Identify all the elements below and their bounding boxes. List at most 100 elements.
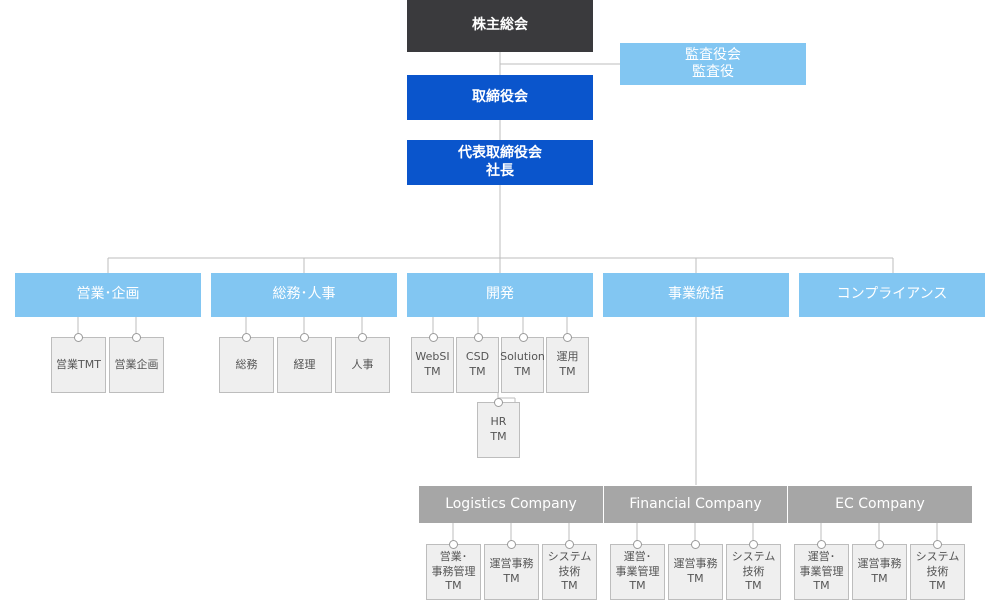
team-box: HR TM bbox=[477, 402, 520, 458]
team-label: CSD bbox=[465, 350, 490, 364]
team-box: システム 技術 TM bbox=[910, 544, 965, 600]
connector-pin bbox=[74, 333, 83, 342]
team-label: 経理 bbox=[293, 357, 316, 371]
company-ec: EC Company bbox=[788, 486, 972, 523]
shareholders-meeting-box: 株主総会 bbox=[407, 0, 593, 52]
team-label: 事業管理 bbox=[799, 564, 844, 578]
team-box: 総務 bbox=[219, 337, 274, 393]
team-label: TM bbox=[687, 572, 704, 585]
team-box: 運営事務 TM bbox=[668, 544, 723, 600]
team-box: WebSI TM bbox=[411, 337, 454, 393]
team-label: TM bbox=[929, 579, 946, 593]
team-label: 人事 bbox=[351, 357, 374, 371]
team-label: 運用 bbox=[556, 350, 579, 364]
connector-pin bbox=[933, 540, 942, 549]
team-label: 技術 bbox=[926, 564, 949, 578]
company-logistics: Logistics Company bbox=[419, 486, 603, 523]
team-box: 運営事務 TM bbox=[484, 544, 539, 600]
team-label: TM bbox=[514, 365, 531, 378]
team-label: 事務管理 bbox=[431, 564, 476, 578]
team-label: 技術 bbox=[742, 564, 765, 578]
connector-pin bbox=[565, 540, 574, 549]
team-box: 運営･ 事業管理 TM bbox=[794, 544, 849, 600]
team-label: 営業企画 bbox=[114, 357, 159, 371]
team-label: システム bbox=[731, 549, 776, 563]
board-of-directors-box: 取締役会 bbox=[407, 75, 593, 120]
connector-pin bbox=[494, 398, 503, 407]
dept-label: 事業統括 bbox=[668, 286, 724, 303]
dept-general-affairs-hr: 総務･人事 bbox=[211, 273, 397, 317]
connector-pin bbox=[474, 333, 483, 342]
connector-pin bbox=[817, 540, 826, 549]
connector-pin bbox=[563, 333, 572, 342]
team-box: 営業TMT bbox=[51, 337, 106, 393]
team-label: TM bbox=[559, 365, 576, 378]
board-of-directors-label: 取締役会 bbox=[472, 88, 528, 105]
auditors-board-label: 監査役会 bbox=[685, 46, 741, 63]
connector-pin bbox=[691, 540, 700, 549]
team-label: TM bbox=[503, 572, 520, 585]
team-box: 営業･ 事務管理 TM bbox=[426, 544, 481, 600]
team-box: 運営事務 TM bbox=[852, 544, 907, 600]
company-label: Logistics Company bbox=[445, 495, 577, 512]
team-label: TM bbox=[629, 579, 646, 593]
team-box: 経理 bbox=[277, 337, 332, 393]
team-box: 運用 TM bbox=[546, 337, 589, 393]
representative-directors-label: 代表取締役会 bbox=[458, 145, 542, 161]
dept-business-management: 事業統括 bbox=[603, 273, 789, 317]
team-label: TM bbox=[469, 365, 486, 378]
team-label: 運営事務 bbox=[673, 557, 718, 571]
team-label: システム bbox=[547, 549, 592, 563]
team-label: TM bbox=[445, 579, 462, 593]
dept-development: 開発 bbox=[407, 273, 593, 317]
team-label: Solution bbox=[500, 350, 545, 364]
team-label: 技術 bbox=[558, 564, 581, 578]
connector-pin bbox=[132, 333, 141, 342]
president-label: 社長 bbox=[486, 162, 514, 179]
connector-pin bbox=[300, 333, 309, 342]
dept-label: 開発 bbox=[486, 286, 514, 303]
team-label: 運営事務 bbox=[489, 557, 534, 571]
dept-label: コンプライアンス bbox=[836, 286, 948, 303]
team-box: 運営･ 事業管理 TM bbox=[610, 544, 665, 600]
auditors-box: 監査役会 監査役 bbox=[620, 43, 806, 85]
connector-pin bbox=[429, 333, 438, 342]
dept-sales-planning: 営業･企画 bbox=[15, 273, 201, 317]
connector-pin bbox=[358, 333, 367, 342]
connector-pin bbox=[875, 540, 884, 549]
dept-label: 総務･人事 bbox=[272, 286, 336, 303]
connector-pin bbox=[749, 540, 758, 549]
auditor-label: 監査役 bbox=[692, 64, 734, 80]
team-box: Solution TM bbox=[500, 337, 545, 393]
team-label: HR bbox=[490, 415, 507, 429]
dept-compliance: コンプライアンス bbox=[799, 273, 985, 317]
team-label: TM bbox=[561, 579, 578, 593]
team-box: CSD TM bbox=[456, 337, 499, 393]
connector-pin bbox=[519, 333, 528, 342]
team-label: TM bbox=[424, 365, 441, 378]
team-label: TM bbox=[745, 579, 762, 593]
team-label: 運営事務 bbox=[857, 557, 902, 571]
team-box: システム 技術 TM bbox=[542, 544, 597, 600]
team-label: 運営･ bbox=[623, 549, 652, 563]
ceo-box: 代表取締役会 社長 bbox=[407, 140, 593, 185]
team-label: 営業TMT bbox=[56, 357, 101, 371]
team-label: 運営･ bbox=[807, 549, 836, 563]
company-label: Financial Company bbox=[629, 495, 762, 512]
team-label: 営業･ bbox=[439, 549, 468, 563]
connector-pin bbox=[242, 333, 251, 342]
team-label: 総務 bbox=[235, 357, 258, 371]
connector-pin bbox=[449, 540, 458, 549]
team-box: 人事 bbox=[335, 337, 390, 393]
dept-label: 営業･企画 bbox=[76, 286, 140, 303]
team-box: システム 技術 TM bbox=[726, 544, 781, 600]
team-box: 営業企画 bbox=[109, 337, 164, 393]
team-label: TM bbox=[871, 572, 888, 585]
company-financial: Financial Company bbox=[604, 486, 787, 523]
company-label: EC Company bbox=[835, 495, 925, 512]
team-label: WebSI bbox=[415, 350, 450, 364]
team-label: 事業管理 bbox=[615, 564, 660, 578]
connector-pin bbox=[633, 540, 642, 549]
shareholders-meeting-label: 株主総会 bbox=[472, 17, 528, 34]
team-label: TM bbox=[813, 579, 830, 593]
